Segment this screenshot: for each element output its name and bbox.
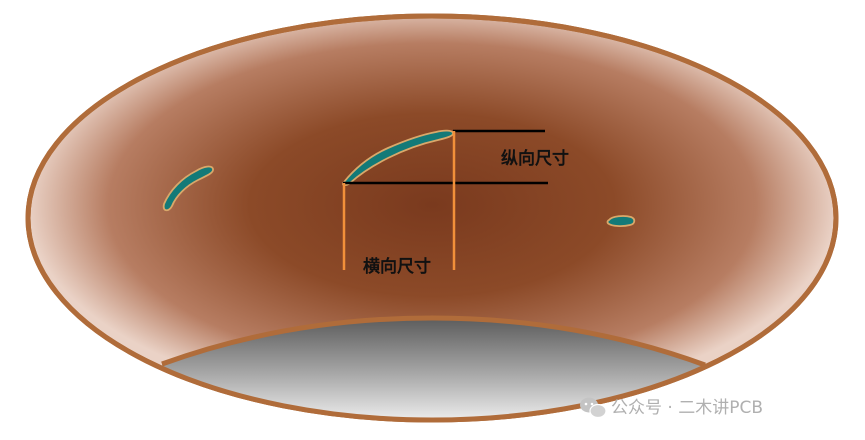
defect-center (342, 129, 454, 187)
pad-outline (25, 13, 839, 423)
defect-right (606, 215, 636, 227)
watermark-text: 公众号 · 二木讲PCB (611, 398, 763, 418)
via-hole-rim (161, 315, 706, 368)
wechat-icon (580, 397, 607, 419)
vertical-dimension-label: 纵向尺寸 (501, 148, 569, 169)
defect-left (162, 165, 214, 212)
horizontal-dimension-label: 横向尺寸 (363, 256, 431, 277)
